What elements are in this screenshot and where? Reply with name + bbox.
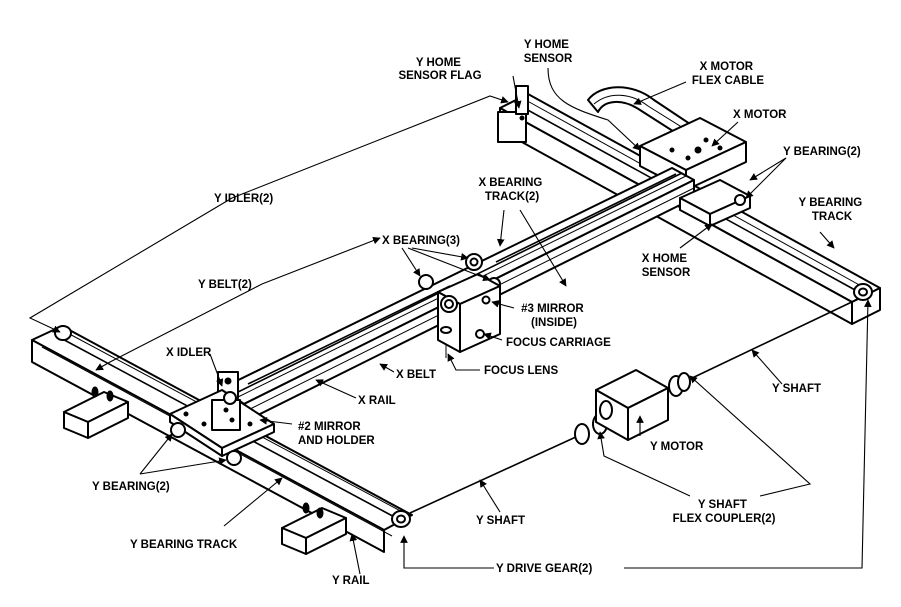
label-y-bearing-track-left: Y BEARING TRACK — [130, 539, 238, 551]
focus-carriage — [437, 273, 501, 358]
label-y-home-sensor: Y HOME SENSOR — [524, 39, 573, 65]
label-y-home-sensor-flag: Y HOME SENSOR FLAG — [398, 57, 481, 82]
label-y-rail: Y RAIL — [332, 575, 370, 587]
y-motor-block — [595, 369, 669, 441]
label-focus-carriage: FOCUS CARRIAGE — [506, 337, 611, 349]
label-y-motor: Y MOTOR — [650, 441, 704, 453]
label-x-motor: X MOTOR — [733, 109, 787, 121]
label-y-bearing-track-right: Y BEARING TRACK — [799, 197, 866, 223]
left-mount-foot-front — [281, 502, 347, 555]
label-mirror3: #3 MIRROR (INSIDE) — [521, 303, 587, 329]
label-x-idler: X IDLER — [166, 347, 212, 359]
label-y-shaft-left: Y SHAFT — [476, 515, 525, 527]
label-y-bearing-left: Y BEARING(2) — [92, 481, 170, 493]
label-x-bearing-track: X BEARING TRACK(2) — [478, 177, 545, 203]
mirror2-holder-plate — [169, 389, 275, 466]
label-x-rail: X RAIL — [358, 395, 396, 407]
label-y-belt: Y BELT(2) — [198, 279, 252, 291]
label-y-idler: Y IDLER(2) — [214, 193, 273, 205]
label-y-shaft-flex-coupler: Y SHAFT FLEX COUPLER(2) — [673, 499, 776, 525]
callout-labels: Y HOME SENSOR FLAG Y HOME SENSOR X MOTOR… — [92, 39, 866, 587]
label-y-drive-gear: Y DRIVE GEAR(2) — [496, 563, 592, 575]
label-y-bearing-top: Y BEARING(2) — [783, 146, 861, 158]
label-x-belt: X BELT — [396, 369, 436, 381]
y-home-sensor-flag-block — [497, 85, 529, 143]
label-x-home-sensor: X HOME SENSOR — [642, 253, 691, 279]
label-focus-lens: FOCUS LENS — [484, 365, 558, 377]
label-mirror2: #2 MIRROR AND HOLDER — [298, 421, 375, 447]
left-mount-foot-rear — [63, 386, 129, 439]
leader-lines — [28, 67, 872, 575]
label-y-shaft-right: Y SHAFT — [772, 383, 821, 395]
label-x-motor-flex-cable: X MOTOR FLEX CABLE — [692, 61, 765, 87]
label-x-bearing: X BEARING(3) — [382, 235, 460, 247]
y-shaft — [409, 299, 857, 514]
mechanism-drawing — [31, 85, 881, 555]
y-shaft-flex-couplers — [574, 372, 691, 445]
